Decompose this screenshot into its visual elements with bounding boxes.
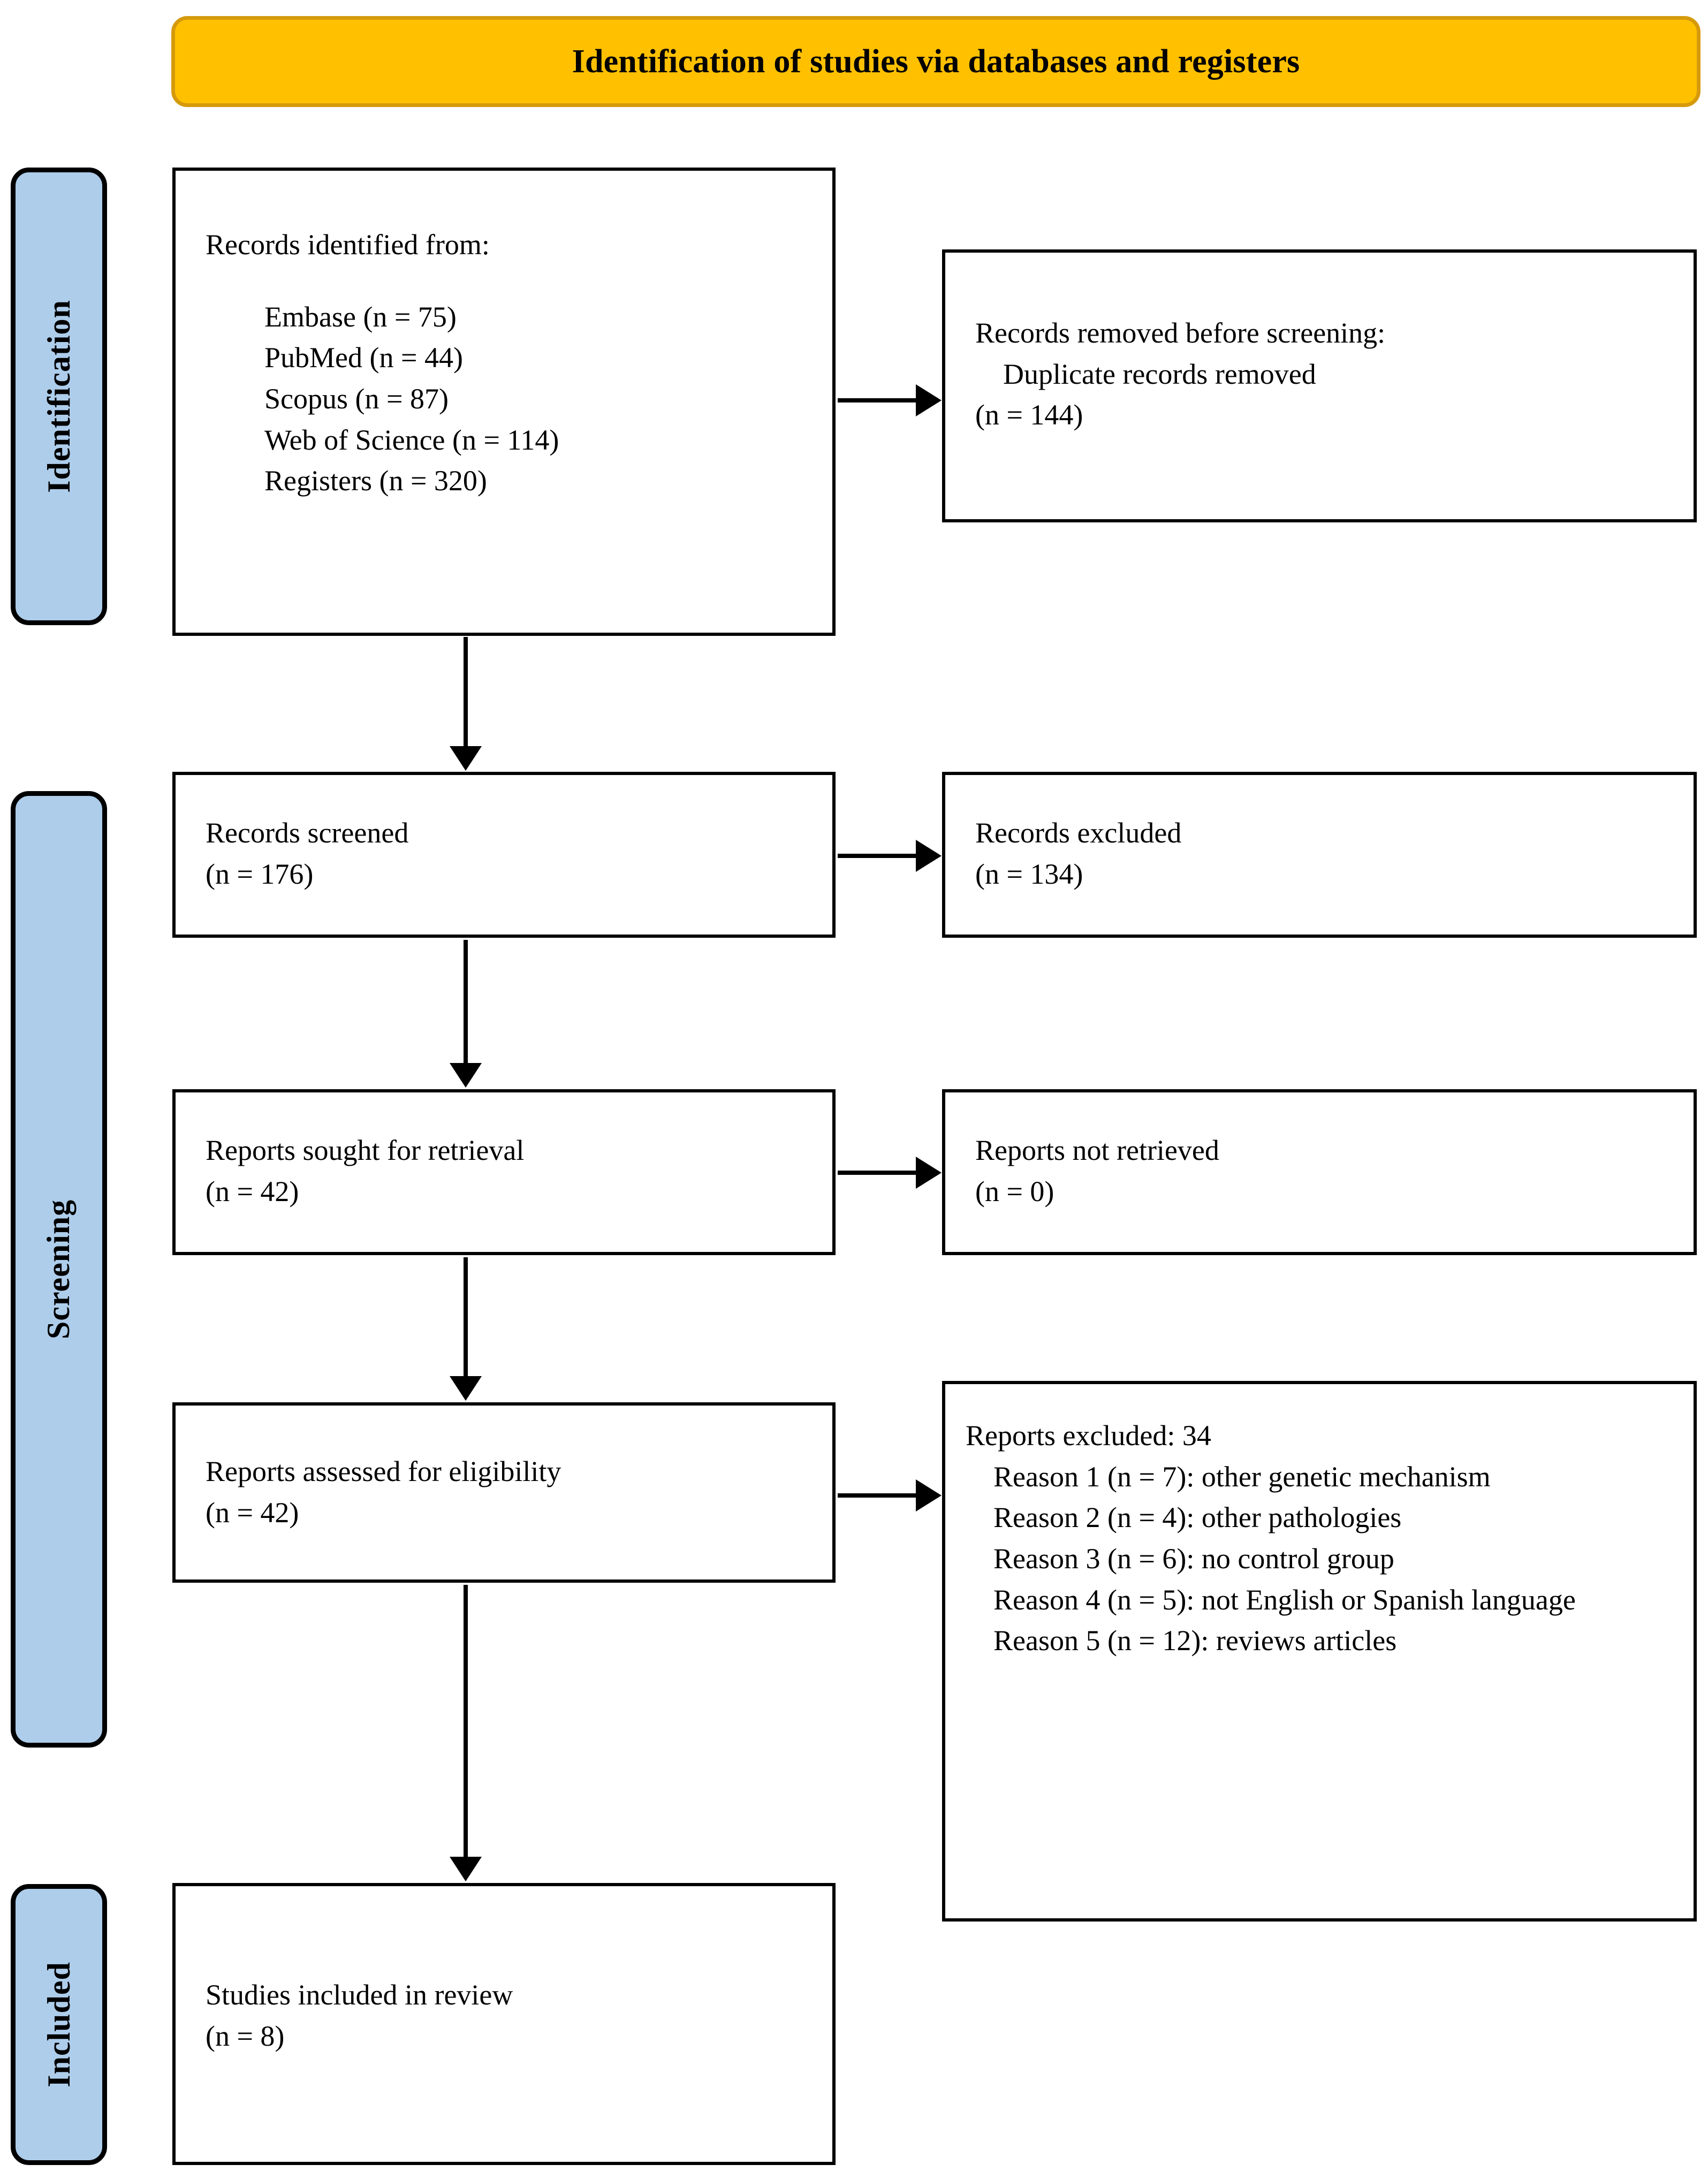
source-web-of-science: Web of Science (n = 114) [264, 423, 559, 456]
arrow-sought-to-assessed [464, 1257, 468, 1377]
arrow-identified-to-screened [464, 637, 468, 747]
reports-sought-label: Reports sought for retrieval [206, 1134, 525, 1166]
arrow-screened-to-sought [464, 940, 468, 1064]
reports-assessed-label: Reports assessed for eligibility [206, 1455, 561, 1487]
records-removed-duplicates: Duplicate records removed [1003, 358, 1316, 390]
box-reports-sought: Reports sought for retrieval (n = 42) [172, 1089, 836, 1255]
arrow-assessed-to-included [464, 1585, 468, 1858]
source-pubmed: PubMed (n = 44) [264, 341, 463, 374]
stage-label-screening: Screening [11, 791, 107, 1748]
records-excluded-label: Records excluded [975, 817, 1182, 849]
box-reports-assessed: Reports assessed for eligibility (n = 42… [172, 1402, 836, 1583]
stage-label-identification-text: Identification [41, 300, 77, 493]
arrow-sought-to-not-retrieved [838, 1171, 917, 1175]
studies-included-count: (n = 8) [206, 2019, 285, 2052]
studies-included-label: Studies included in review [206, 1979, 513, 2011]
source-registers: Registers (n = 320) [264, 465, 487, 497]
reports-not-retrieved-count: (n = 0) [975, 1175, 1054, 1207]
reports-sought-count: (n = 42) [206, 1175, 299, 1207]
reports-excluded-reason-5: Reason 5 (n = 12): reviews articles [993, 1624, 1397, 1657]
arrow-identified-to-removed [838, 398, 917, 402]
stage-label-screening-text: Screening [41, 1199, 77, 1340]
box-records-screened: Records screened (n = 176) [172, 772, 836, 938]
stage-label-included: Included [11, 1884, 107, 2165]
box-studies-included: Studies included in review (n = 8) [172, 1883, 836, 2165]
reports-not-retrieved-label: Reports not retrieved [975, 1134, 1219, 1166]
box-records-removed: Records removed before screening: Duplic… [942, 249, 1697, 522]
reports-excluded-reason-4: Reason 4 (n = 5): not English or Spanish… [993, 1583, 1576, 1616]
box-reports-excluded: Reports excluded: 34 Reason 1 (n = 7): o… [942, 1381, 1697, 1922]
records-identified-heading: Records identified from: [206, 229, 490, 261]
reports-excluded-heading: Reports excluded: 34 [966, 1419, 1211, 1452]
reports-excluded-reason-3: Reason 3 (n = 6): no control group [993, 1543, 1394, 1575]
spacer [206, 265, 816, 297]
records-removed-count: (n = 144) [975, 399, 1083, 431]
records-removed-heading: Records removed before screening: [975, 317, 1386, 349]
diagram-title: Identification of studies via databases … [572, 43, 1300, 80]
box-records-excluded: Records excluded (n = 134) [942, 772, 1697, 938]
box-reports-not-retrieved: Reports not retrieved (n = 0) [942, 1089, 1697, 1255]
arrow-assessed-to-reports-excluded [838, 1493, 917, 1498]
diagram-header-banner: Identification of studies via databases … [171, 16, 1701, 107]
reports-excluded-reason-1: Reason 1 (n = 7): other genetic mechanis… [993, 1460, 1491, 1493]
source-scopus: Scopus (n = 87) [264, 383, 449, 415]
stage-label-included-text: Included [41, 1962, 77, 2087]
records-screened-count: (n = 176) [206, 857, 314, 890]
reports-assessed-count: (n = 42) [206, 1496, 299, 1529]
box-records-identified: Records identified from: Embase (n = 75)… [172, 168, 836, 636]
records-excluded-count: (n = 134) [975, 857, 1083, 890]
records-screened-label: Records screened [206, 817, 409, 849]
reports-excluded-reason-2: Reason 2 (n = 4): other pathologies [993, 1501, 1402, 1534]
arrow-screened-to-records-excluded [838, 854, 917, 858]
stage-label-identification: Identification [11, 168, 107, 625]
source-embase: Embase (n = 75) [264, 300, 457, 333]
